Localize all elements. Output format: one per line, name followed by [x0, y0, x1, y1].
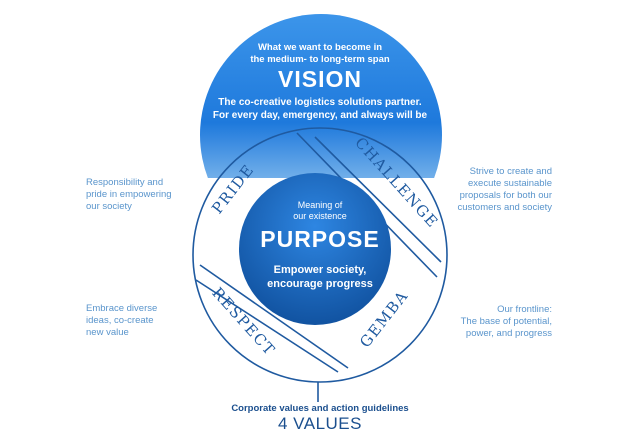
- note-gemba: Our frontline: The base of potential, po…: [432, 304, 552, 340]
- purpose-subtitle-line: our existence: [293, 211, 347, 221]
- note-line: customers and society: [457, 202, 552, 213]
- note-respect: Embrace diverse ideas, co-create new val…: [86, 303, 211, 339]
- note-line: execute sustainable: [468, 178, 552, 189]
- vision-subtitle-line: the medium- to long-term span: [250, 54, 390, 65]
- note-challenge: Strive to create and execute sustainable…: [432, 166, 552, 214]
- note-line: proposals for both our: [459, 190, 552, 201]
- ring-dividers: [195, 132, 442, 402]
- vision-subtitle: What we want to become in the medium- to…: [195, 42, 445, 66]
- note-line: Responsibility and: [86, 177, 164, 188]
- vision-description-line: The co-creative logistics solutions part…: [218, 97, 422, 108]
- note-line: Our frontline:: [497, 304, 552, 315]
- note-line: The base of potential,: [460, 316, 552, 327]
- vision-dome: [200, 14, 442, 178]
- values-title: 4 VALUES: [277, 414, 362, 433]
- note-line: new value: [86, 327, 129, 338]
- note-line: our society: [86, 201, 132, 212]
- note-line: Embrace diverse: [86, 303, 158, 314]
- purpose-description: Empower society, encourage progress: [240, 263, 400, 291]
- note-line: ideas, co-create: [86, 315, 154, 326]
- note-line: power, and progress: [465, 328, 552, 339]
- purpose-subtitle: Meaning of our existence: [250, 200, 390, 222]
- purpose-title: PURPOSE: [260, 226, 380, 252]
- values-ring: [192, 127, 448, 383]
- vision-title: VISION: [278, 66, 362, 92]
- vision-subtitle-line: What we want to become in: [257, 42, 383, 53]
- purpose-description-line: encourage progress: [267, 278, 373, 290]
- note-pride: Responsibility and pride in empowering o…: [86, 177, 211, 213]
- purpose-description-line: Empower society,: [273, 264, 367, 276]
- note-line: Strive to create and: [469, 166, 552, 177]
- values-subtitle: Corporate values and action guidelines: [231, 403, 409, 414]
- note-line: pride in empowering: [86, 189, 172, 200]
- purpose-subtitle-line: Meaning of: [297, 200, 343, 210]
- vision-description-line: For every day, emergency, and always wil…: [212, 110, 428, 121]
- vision-description: The co-creative logistics solutions part…: [180, 96, 460, 122]
- purpose-circle: [239, 173, 391, 325]
